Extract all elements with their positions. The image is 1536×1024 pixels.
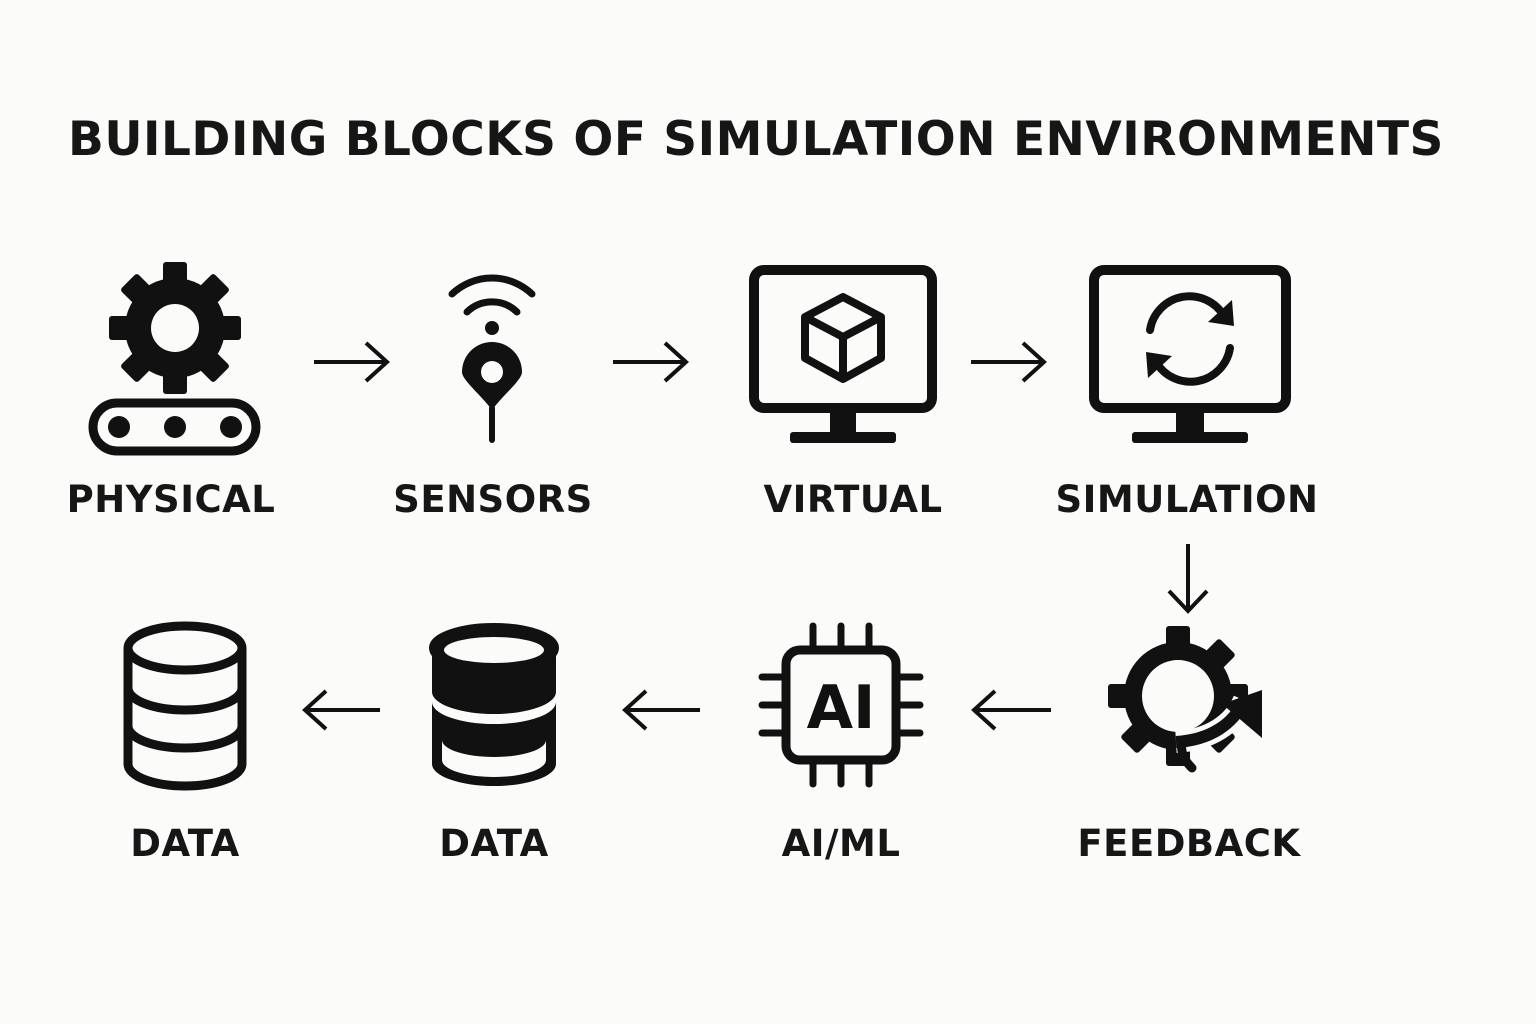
ai-chip-text: AI xyxy=(807,673,876,743)
arrow-left-icon xyxy=(300,688,382,732)
node-label-virtual: VIRTUAL xyxy=(763,478,943,521)
arrow-right-icon xyxy=(312,340,392,384)
node-label-aiml: AI/ML xyxy=(781,822,901,865)
database-outline-icon xyxy=(120,620,250,792)
arrow-left-icon xyxy=(969,688,1053,732)
node-label-data-1: DATA xyxy=(130,822,240,865)
monitor-cube-icon xyxy=(748,264,938,446)
node-label-sensors: SENSORS xyxy=(393,478,593,521)
arrow-down-icon xyxy=(1166,542,1210,614)
ai-chip-icon: AI xyxy=(758,622,924,788)
database-filled-icon xyxy=(426,620,562,792)
arrow-right-icon xyxy=(969,340,1049,384)
node-label-feedback: FEEDBACK xyxy=(1077,822,1301,865)
diagram-title: BUILDING BLOCKS OF SIMULATION ENVIRONMEN… xyxy=(68,112,1444,167)
monitor-refresh-icon xyxy=(1088,264,1292,446)
gear-conveyor-icon xyxy=(88,260,263,460)
gear-cycle-arrow-icon xyxy=(1106,624,1270,774)
arrow-left-icon xyxy=(620,688,702,732)
node-label-physical: PHYSICAL xyxy=(66,478,276,521)
sensor-location-icon xyxy=(440,268,544,448)
arrow-right-icon xyxy=(611,340,691,384)
node-label-simulation: SIMULATION xyxy=(1055,478,1319,521)
node-label-data-2: DATA xyxy=(439,822,549,865)
